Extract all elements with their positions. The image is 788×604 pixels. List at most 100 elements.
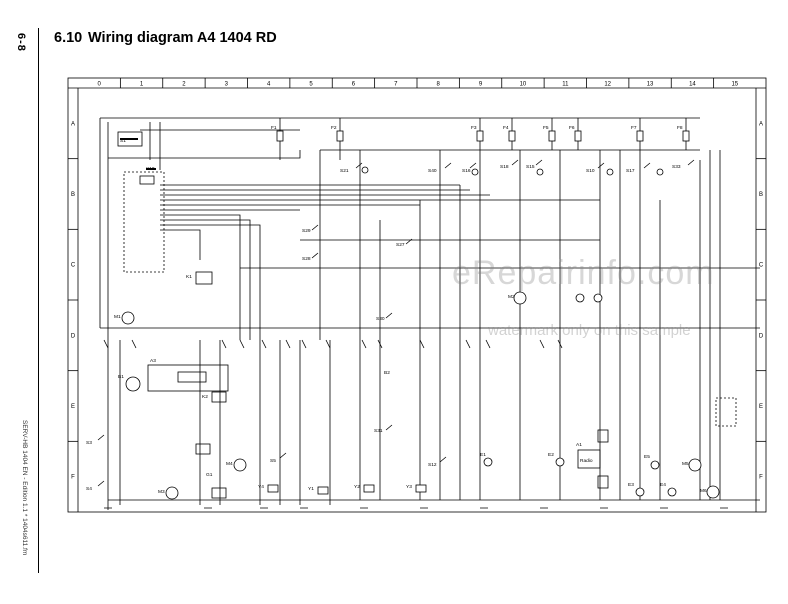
component-label: E2 xyxy=(548,452,554,458)
component-label: B2 xyxy=(384,370,390,376)
component-label: S1 xyxy=(120,138,126,144)
component-label: S3 xyxy=(86,440,92,446)
switch-symbols-bottom xyxy=(97,434,447,487)
motor-m6 xyxy=(706,485,720,499)
component-label: F7 xyxy=(631,125,637,131)
radio-unit xyxy=(577,449,601,469)
lamp-a3 xyxy=(536,168,544,176)
component-label: Y1 xyxy=(308,486,314,492)
column-label: 1 xyxy=(140,82,144,88)
component-label: A3 xyxy=(150,358,156,364)
fuse-f1 xyxy=(276,130,284,142)
component-label: G1 xyxy=(206,472,213,478)
component-label: M6 xyxy=(700,488,707,494)
connector-harness xyxy=(160,184,600,211)
component-label: S12 xyxy=(428,462,437,468)
component-label: E3 xyxy=(628,482,634,488)
module-chip xyxy=(177,371,207,383)
component-label: Y2 xyxy=(354,484,360,490)
component-label: F1 xyxy=(271,125,277,131)
fuse-f7 xyxy=(636,130,644,142)
column-label: 13 xyxy=(647,82,654,88)
column-label: 7 xyxy=(394,82,398,88)
side-rule xyxy=(38,28,39,573)
component-label: S27 xyxy=(396,242,405,248)
fuse-f2 xyxy=(336,130,344,142)
component-label: E5 xyxy=(644,454,650,460)
lamp-a2 xyxy=(471,168,479,176)
component-label: A1 xyxy=(576,442,582,448)
fuse-f3 xyxy=(476,130,484,142)
motor-m4 xyxy=(233,458,247,472)
motor-m2 xyxy=(513,291,527,305)
column-label: 2 xyxy=(182,82,186,88)
column-label: 12 xyxy=(604,82,611,88)
row-label: F xyxy=(759,475,763,481)
component-label: S40 xyxy=(428,168,437,174)
speaker-left xyxy=(597,429,609,443)
row-label: C xyxy=(759,263,764,269)
row-label: B xyxy=(71,192,75,198)
bottom-bus xyxy=(100,327,760,501)
label-mark-connector xyxy=(146,168,156,170)
horizontal-bus-2 xyxy=(240,239,760,269)
lamp-a5 xyxy=(656,168,664,176)
component-label: S10 xyxy=(586,168,595,174)
component-label: F8 xyxy=(677,125,683,131)
component-label: S31 xyxy=(374,428,383,434)
component-label: F5 xyxy=(543,125,549,131)
column-label: 15 xyxy=(731,82,738,88)
row-label: D xyxy=(759,333,764,339)
right-sensor-box xyxy=(715,397,737,427)
component-label: K2 xyxy=(202,394,208,400)
relay-k4 xyxy=(211,487,227,499)
connector-block xyxy=(123,171,165,273)
sensor-b1 xyxy=(125,376,141,392)
vertical-runs xyxy=(319,150,601,500)
speaker-right xyxy=(597,475,609,489)
row-label: F xyxy=(71,475,75,481)
row-label: C xyxy=(71,263,76,269)
motor-m1 xyxy=(121,311,135,325)
fuse-f5 xyxy=(548,130,556,142)
switch-symbols-mid xyxy=(311,224,413,431)
horizontal-bus-1 xyxy=(108,149,700,159)
column-label: 0 xyxy=(98,82,102,88)
component-label: B1 xyxy=(118,374,124,380)
column-label: 4 xyxy=(267,82,271,88)
component-label: E1 xyxy=(480,452,486,458)
lamp-e3 xyxy=(635,487,645,497)
column-label: 10 xyxy=(520,82,527,88)
component-label-marks xyxy=(120,138,156,170)
ignition-switch xyxy=(117,131,143,147)
lamp-group xyxy=(361,166,677,497)
row-label: A xyxy=(71,121,75,127)
switch-symbols-top xyxy=(355,159,695,169)
motor-m3 xyxy=(165,486,179,500)
fuse-f6 xyxy=(574,130,582,142)
vertical-runs-right xyxy=(619,150,721,500)
connector-header xyxy=(139,175,155,185)
row-label: B xyxy=(759,192,763,198)
fuse-f4 xyxy=(508,130,516,142)
component-label: S16 xyxy=(462,168,471,174)
component-label: F2 xyxy=(331,125,337,131)
lamp-e2 xyxy=(555,457,565,467)
column-label: 11 xyxy=(562,82,569,88)
component-label: S28 xyxy=(302,256,311,262)
component-label: Y4 xyxy=(258,484,264,490)
component-label: M5 xyxy=(682,461,689,467)
component-label: Radio xyxy=(580,458,593,464)
label-mark-ignition xyxy=(120,138,138,140)
valve-y2 xyxy=(363,484,375,493)
row-label: E xyxy=(71,404,75,410)
component-label: F3 xyxy=(471,125,477,131)
lamp-a1 xyxy=(361,166,369,174)
component-label: F6 xyxy=(569,125,575,131)
relay-k3 xyxy=(195,443,211,455)
row-label: E xyxy=(759,404,763,410)
component-label: M2 xyxy=(508,294,515,300)
ignition-feed xyxy=(140,122,300,170)
